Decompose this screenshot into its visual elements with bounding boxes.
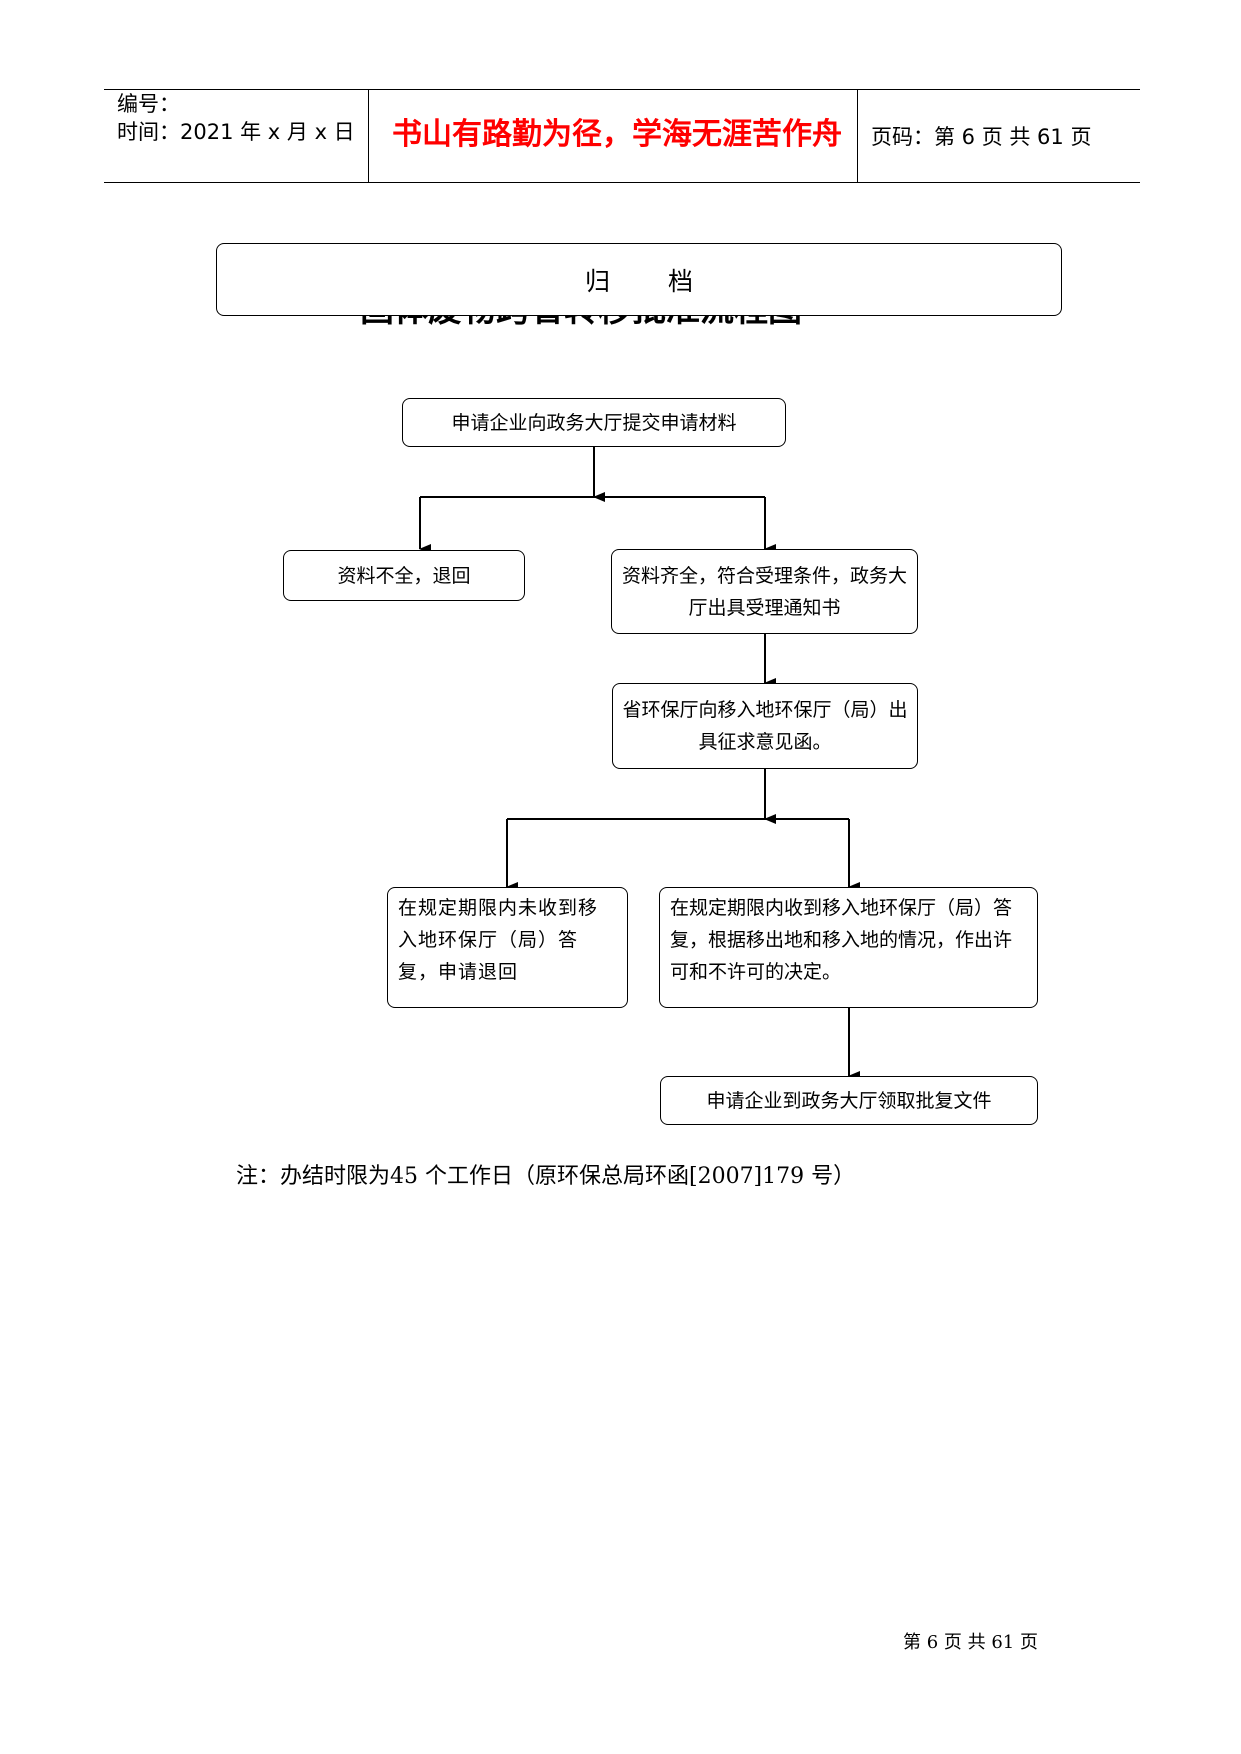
flow-step-incomplete: 资料不全，退回 xyxy=(283,550,525,601)
header-divider-left xyxy=(368,89,369,182)
archive-box: 归档 xyxy=(216,243,1062,316)
header-motto: 书山有路勤为径，学海无涯苦作舟 xyxy=(392,117,842,152)
flow-step-solicit: 省环保厅向移入地环保厅（局）出具征求意见函。 xyxy=(612,683,918,769)
header-bottom-rule xyxy=(104,182,1140,183)
flow-step-collect: 申请企业到政务大厅领取批复文件 xyxy=(660,1076,1038,1125)
processing-time-note: 注：办结时限为45 个工作日（原环保总局环函[2007]179 号） xyxy=(236,1164,856,1189)
document-number-label: 编号： xyxy=(117,92,180,116)
document-time-label: 时间：2021 年 x 月 x 日 xyxy=(117,120,355,144)
page-footer: 第 6 页 共 61 页 xyxy=(903,1632,1038,1653)
archive-label: 归档 xyxy=(584,266,751,296)
header-top-rule xyxy=(104,89,1140,90)
flow-step-reply: 在规定期限内收到移入地环保厅（局）答复，根据移出地和移入地的情况，作出许可和不许… xyxy=(659,887,1038,1008)
flow-step-submit: 申请企业向政务大厅提交申请材料 xyxy=(402,398,786,447)
flow-step-complete: 资料齐全，符合受理条件，政务大厅出具受理通知书 xyxy=(611,549,918,634)
header-divider-right xyxy=(857,89,858,182)
flow-step-no-reply: 在规定期限内未收到移入地环保厅（局）答复，申请退回 xyxy=(387,887,628,1008)
page-number-label: 页码：第 6 页 共 61 页 xyxy=(871,125,1092,149)
